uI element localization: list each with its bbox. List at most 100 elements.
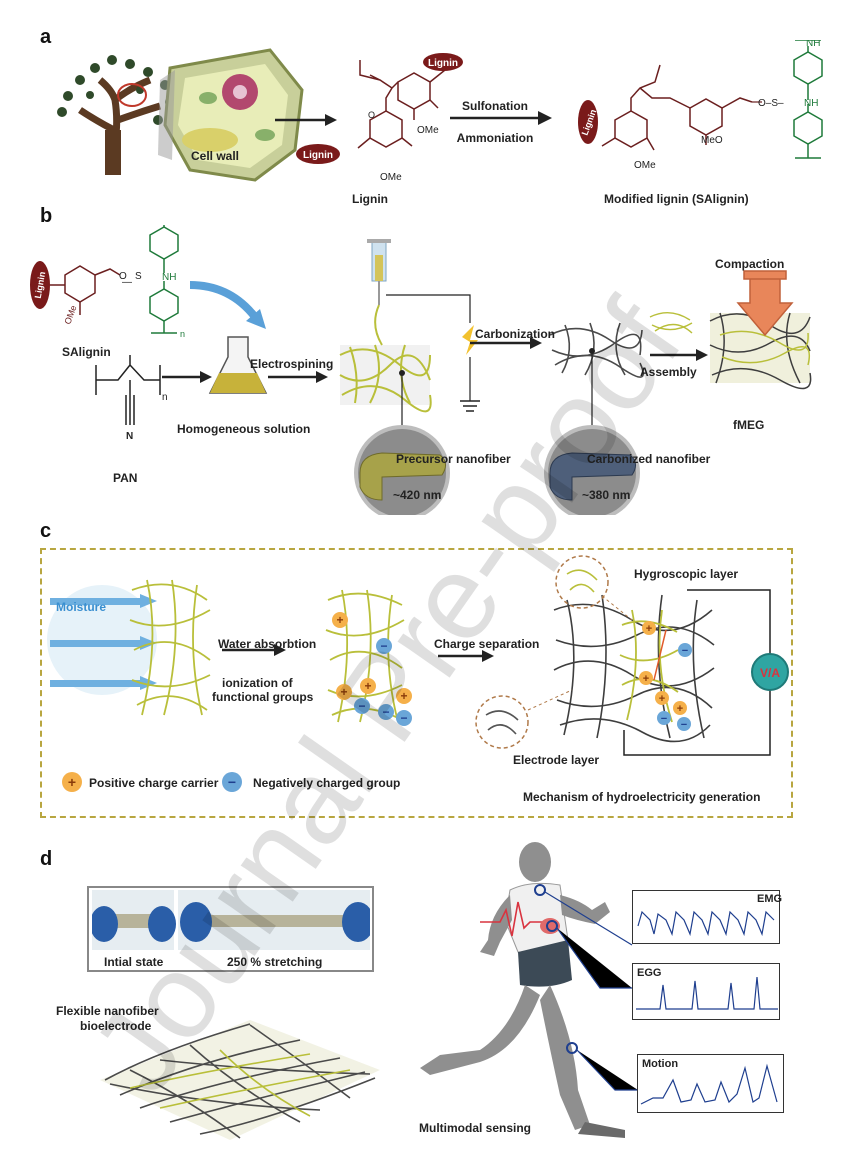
- nanofiber-bioelectrode-mat: [100, 1020, 380, 1140]
- lignin-structure: [357, 60, 446, 149]
- svg-text:+: +: [659, 693, 665, 705]
- hygroscopic-layer-label: Hygroscopic layer: [634, 567, 739, 581]
- svg-text:+: +: [336, 613, 343, 627]
- charges-mat-2: + − + + + − − −: [332, 612, 412, 726]
- nh-label-mid: NH: [804, 98, 818, 109]
- lignin-tag-2: Lignin: [296, 144, 340, 164]
- circuit-wire: [623, 589, 771, 756]
- carbonized-label: Carbonized nanofiber: [587, 452, 711, 466]
- device-electrode-mat: [553, 594, 715, 743]
- carbonization-label: Carbonization: [475, 327, 555, 341]
- motion-signal-panel: [637, 1054, 784, 1113]
- nitrogen-label: N: [126, 431, 133, 442]
- carbonized-zoom-circle: [544, 425, 640, 515]
- ecg-trace: [480, 901, 548, 937]
- egg-label: EGG: [637, 967, 662, 979]
- panel-a-graphic: Lignin Lignin OMe OMe O Lignin O–S– NH N…: [57, 40, 823, 183]
- svg-text:Lignin: Lignin: [33, 271, 48, 299]
- svg-text:−: −: [681, 719, 687, 731]
- panel-label-a: a: [40, 26, 52, 48]
- stretch-photo: [92, 890, 370, 950]
- emg-signal-panel: [632, 890, 780, 944]
- svg-text:NH: NH: [162, 272, 176, 283]
- pan-structure: [95, 355, 161, 425]
- ome-label-1: OMe: [417, 125, 439, 136]
- salignin-caption: SAlignin: [62, 345, 111, 359]
- ionization-label-2: functional groups: [212, 690, 314, 704]
- legend-positive-icon: [62, 772, 82, 792]
- svg-text:S: S: [135, 271, 142, 282]
- moisture-arrows: [47, 585, 157, 695]
- precursor-size-label: ~420 nm: [393, 488, 442, 502]
- svg-text:Lignin: Lignin: [428, 58, 458, 69]
- svg-text:−: −: [380, 639, 387, 653]
- svg-text:−: −: [358, 699, 365, 713]
- zoom-bubble-electrode: [475, 695, 529, 749]
- svg-text:+: +: [643, 673, 649, 685]
- plant-cell-illustration: [158, 48, 304, 182]
- svg-text:+: +: [340, 685, 347, 699]
- panel-label-c: c: [40, 520, 52, 542]
- lightning-icon: [462, 325, 478, 355]
- emg-label: EMG: [757, 893, 783, 905]
- syringe-icon: [367, 239, 391, 305]
- curved-arrow: [189, 281, 259, 320]
- svg-text:—: —: [122, 277, 132, 288]
- tree-illustration: [57, 55, 175, 175]
- panel-label-b: b: [40, 205, 53, 227]
- carbonized-size-label: ~380 nm: [582, 488, 631, 502]
- panel-b-graphic: Lignin O S — NH NH OMe n n N: [30, 225, 812, 515]
- ammoniation-label: Ammoniation: [457, 131, 534, 145]
- bioelectrode-caption-1: Flexible nanofiber: [56, 1004, 159, 1018]
- nh-label-top: NH: [806, 40, 820, 49]
- meo-label: MeO: [701, 135, 723, 146]
- svg-text:−: −: [228, 774, 236, 790]
- meter-icon: [751, 653, 789, 691]
- stretching-caption: 250 % stretching: [227, 955, 323, 969]
- compaction-arrow: [736, 270, 794, 337]
- charge-separation-label: Charge separation: [434, 637, 540, 651]
- svg-text:O: O: [119, 271, 127, 282]
- motion-label: Motion: [642, 1058, 679, 1070]
- homogeneous-caption: Homogeneous solution: [177, 422, 311, 436]
- svg-text:NH: NH: [156, 225, 170, 226]
- svg-text:−: −: [682, 645, 688, 657]
- svg-text:n: n: [180, 329, 185, 339]
- moisture-label: Moisture: [56, 600, 107, 614]
- svg-text:+: +: [400, 689, 407, 703]
- polyaniline-chain: [793, 40, 823, 159]
- svg-text:+: +: [364, 679, 371, 693]
- legend-negative-icon: [222, 772, 242, 792]
- initial-state-caption: Intial state: [104, 955, 164, 969]
- modified-lignin-caption: Modified lignin (SAlignin): [604, 192, 749, 206]
- meter-label: V/A: [760, 666, 780, 680]
- sulfonyl-text: O–S–: [758, 98, 784, 109]
- legend-positive-label: Positive charge carrier: [89, 776, 219, 790]
- ionization-label-1: ionization of: [222, 676, 293, 690]
- svg-text:+: +: [646, 623, 652, 635]
- salignin-structure: Lignin O S — NH NH OMe n: [30, 225, 185, 339]
- precursor-mat: [339, 304, 432, 413]
- carbonized-mat: [549, 322, 645, 378]
- svg-text:−: −: [661, 713, 667, 725]
- legend-negative-label: Negatively charged group: [253, 776, 401, 790]
- svg-text:+: +: [677, 703, 683, 715]
- precursor-zoom-circle: [354, 425, 450, 515]
- hygroscopic-mat-1: [129, 579, 211, 716]
- panel-c-frame: [40, 548, 793, 818]
- fmeg-label: fMEG: [733, 418, 765, 432]
- lignin-tag-3: [578, 100, 598, 144]
- electrode-layer-label: Electrode layer: [513, 753, 600, 767]
- egg-signal-panel: [632, 963, 780, 1020]
- flask-icon: [208, 336, 268, 394]
- modified-lignin-structure: [601, 64, 753, 151]
- bioelectrode-caption-2: bioelectrode: [80, 1019, 152, 1033]
- pan-caption: PAN: [113, 471, 138, 485]
- sulfonation-label: Sulfonation: [462, 99, 528, 113]
- ome-label-2: OMe: [380, 172, 402, 183]
- svg-text:+: +: [68, 774, 76, 790]
- cell-wall-caption: Cell wall: [191, 149, 240, 163]
- svg-text:−: −: [382, 705, 389, 719]
- svg-text:−: −: [400, 711, 407, 725]
- electrospinning-label: Electrospining: [250, 357, 334, 371]
